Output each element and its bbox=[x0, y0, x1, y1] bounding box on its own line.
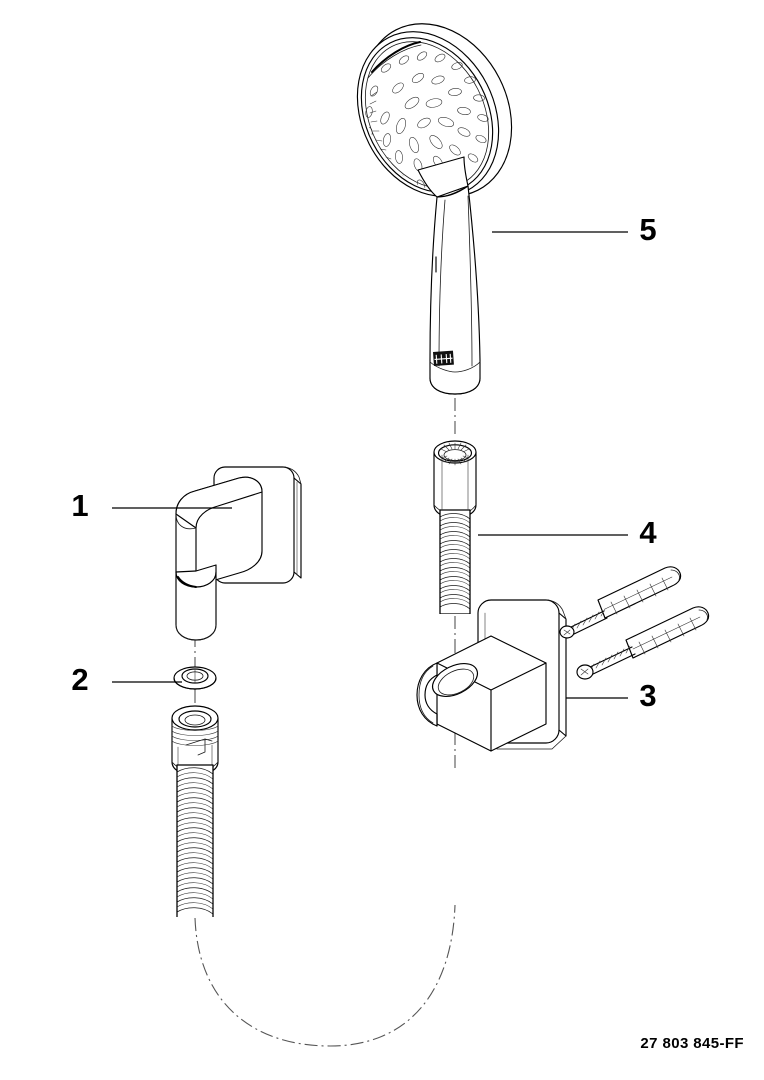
elbow-body bbox=[175, 476, 263, 591]
shower-handle bbox=[429, 185, 481, 395]
callout-3[interactable]: 3 bbox=[566, 678, 657, 713]
wall-plug-lower bbox=[625, 606, 710, 659]
callout-2-label: 2 bbox=[71, 662, 88, 697]
part-wall-elbow bbox=[175, 466, 302, 641]
callout-2[interactable]: 2 bbox=[71, 662, 182, 697]
part-wall-bracket bbox=[416, 566, 710, 752]
screw-upper bbox=[559, 608, 608, 639]
elbow-spout bbox=[175, 564, 217, 641]
callout-layer: 1 2 3 4 5 bbox=[71, 212, 657, 713]
callout-3-label: 3 bbox=[639, 678, 656, 713]
callout-4-label: 4 bbox=[639, 515, 657, 550]
screw-lower bbox=[576, 645, 636, 680]
part-shower-hose-upper bbox=[433, 440, 477, 614]
wall-fasteners bbox=[559, 566, 710, 680]
hose-coil-upper bbox=[439, 509, 471, 614]
part-hand-shower bbox=[356, 23, 513, 395]
hose-coil-lower bbox=[176, 764, 214, 917]
callout-5[interactable]: 5 bbox=[492, 212, 657, 247]
part-sealing-washer bbox=[173, 666, 217, 690]
hose-nut-upper bbox=[433, 440, 477, 519]
part-shower-hose-lower bbox=[171, 705, 219, 917]
wall-plug-upper bbox=[597, 566, 682, 619]
hose-nut-lower bbox=[171, 705, 219, 776]
callout-4[interactable]: 4 bbox=[478, 515, 657, 550]
part-code-label: 27 803 845-FF bbox=[640, 1035, 744, 1052]
shower-head-body bbox=[356, 23, 513, 197]
callout-1[interactable]: 1 bbox=[71, 488, 232, 523]
handshower-cradle bbox=[416, 662, 479, 727]
brand-badge bbox=[433, 350, 454, 366]
callout-5-label: 5 bbox=[639, 212, 656, 247]
callout-1-label: 1 bbox=[71, 488, 88, 523]
